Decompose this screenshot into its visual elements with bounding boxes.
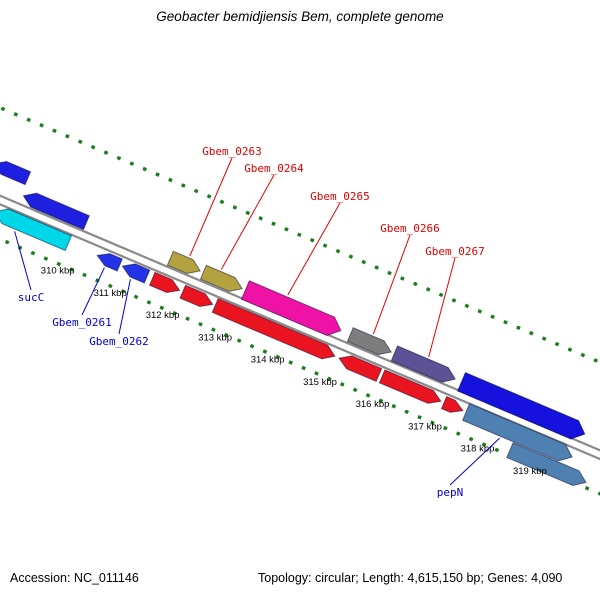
gene-label-sucC[interactable]: sucC — [18, 291, 45, 304]
gene-arrow-Gbem_0264[interactable] — [199, 264, 244, 292]
gene-label-Gbem_0264[interactable]: Gbem_0264 — [244, 162, 304, 175]
gene-arrow-Gbem_0262[interactable] — [121, 263, 151, 284]
gene-label-pepN[interactable]: pepN — [437, 486, 464, 499]
label-leader-line — [81, 267, 105, 316]
gene-arrow-cds-r3[interactable] — [211, 297, 336, 360]
label-leader-line — [14, 231, 32, 291]
gene-arrow-Gbem_0263[interactable] — [166, 250, 202, 275]
gene-arrow-cds-d[interactable] — [506, 442, 587, 487]
gene-label-Gbem_0266[interactable]: Gbem_0266 — [380, 222, 440, 235]
gene-arrow-Gbem_0266[interactable] — [346, 327, 393, 356]
scale-label: 316 kbp — [356, 399, 390, 410]
scale-label: 311 kbp — [94, 288, 127, 299]
scale-label: 310 kbp — [41, 266, 75, 277]
label-leader-line — [428, 257, 456, 358]
page-title: Geobacter bemidjiensis Bem, complete gen… — [156, 9, 444, 24]
gene-arrow-cds-r1[interactable] — [148, 271, 181, 294]
gene-label-Gbem_0265[interactable]: Gbem_0265 — [310, 190, 370, 203]
scale-label: 315 kbp — [303, 377, 337, 388]
gene-arrow-cds-r6[interactable] — [440, 395, 464, 413]
tick-dots-upper — [0, 105, 600, 365]
gene-label-Gbem_0263[interactable]: Gbem_0263 — [202, 145, 262, 158]
gene-arrow-cds-r2[interactable] — [179, 284, 214, 308]
label-leader-line — [287, 202, 341, 296]
gene-arrow-Gbem_0267[interactable] — [390, 345, 456, 383]
scale-label: 317 kbp — [408, 421, 442, 432]
label-leader-line — [189, 157, 233, 257]
scale-label: 319 kbp — [513, 466, 547, 477]
scale-label: 318 kbp — [461, 444, 495, 455]
gene-arrow-cds-a[interactable] — [0, 160, 32, 186]
gene-arrow-cds-r5[interactable] — [378, 369, 442, 404]
gene-arrow-Gbem_0261[interactable] — [96, 253, 123, 272]
label-leader-line — [220, 174, 275, 270]
genome-stats-text: Topology: circular; Length: 4,615,150 bp… — [258, 571, 563, 585]
gene-arrow-Gbem_0265[interactable] — [240, 280, 342, 337]
gene-arrow-cds-r4[interactable] — [338, 355, 383, 383]
gene-label-Gbem_0267[interactable]: Gbem_0267 — [425, 245, 485, 258]
gene-arrow-cds-c[interactable] — [456, 371, 586, 440]
scale-label: 314 kbp — [251, 355, 285, 366]
gene-label-Gbem_0262[interactable]: Gbem_0262 — [89, 335, 149, 348]
gene-arrow-cds-b[interactable] — [22, 192, 90, 231]
gene-label-Gbem_0261[interactable]: Gbem_0261 — [52, 316, 112, 329]
scale-label: 312 kbp — [146, 310, 180, 321]
label-leader-line — [372, 234, 411, 335]
scale-label: 313 kbp — [198, 332, 232, 343]
gene-arrow-sucC[interactable] — [0, 208, 73, 252]
gene-arrow-pepN[interactable] — [461, 403, 573, 462]
label-leader-line — [449, 437, 500, 486]
accession-text: Accession: NC_011146 — [10, 571, 139, 585]
tick-dots-lower — [0, 237, 600, 496]
label-leader-line — [118, 279, 131, 335]
